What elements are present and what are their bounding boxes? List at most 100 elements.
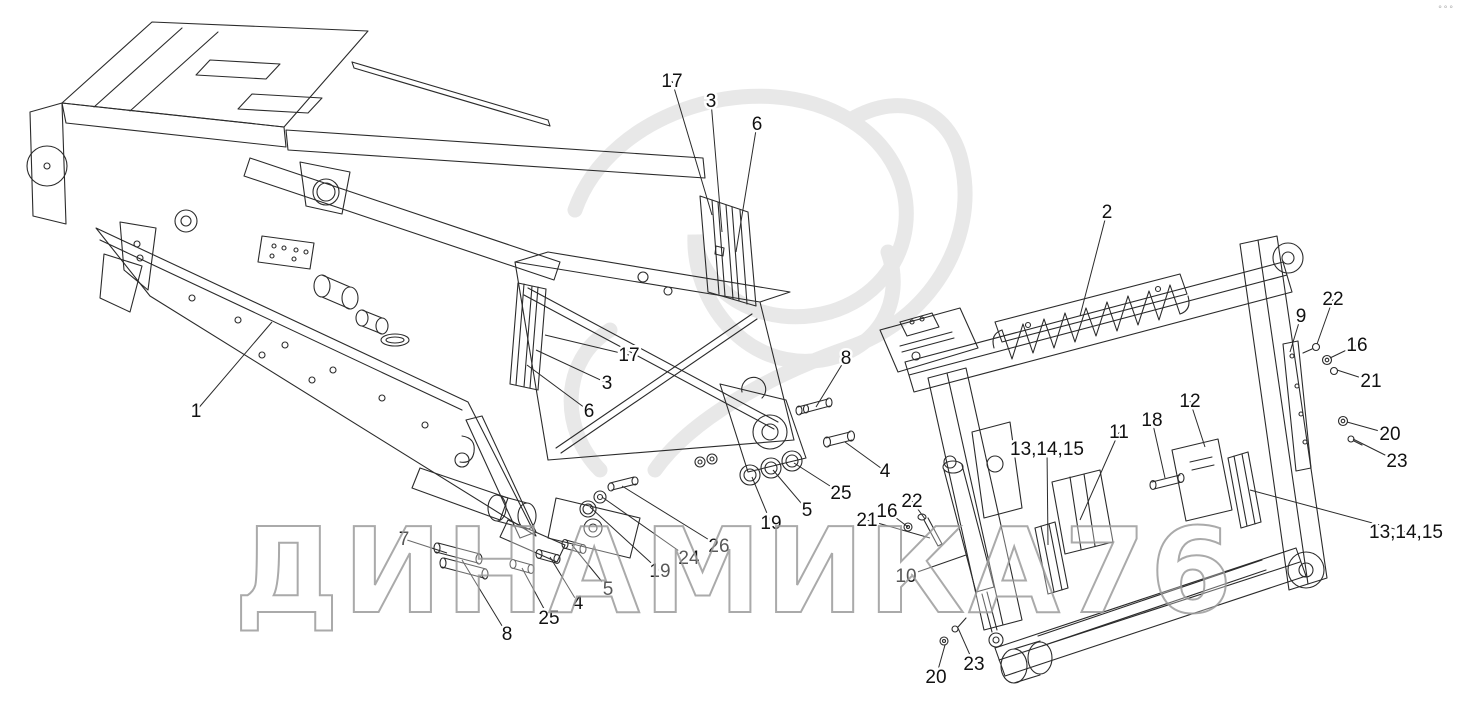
callout-label-22: 22 [901,491,922,512]
callout-label-8: 8 [841,348,852,369]
callout-label-23: 23 [1386,451,1407,472]
tow-hook-bracket [299,161,351,215]
callout-leader [526,364,590,412]
coil-spring [992,284,1190,360]
callout-label-21: 21 [856,510,877,531]
callout-leader [549,556,579,604]
plate-12 [1171,438,1233,522]
bottom-bracket-boss [719,376,807,473]
callout-label-1: 1 [191,401,202,422]
callout-leader [1151,419,1166,479]
callout-label-5: 5 [603,579,614,600]
callout-label-21: 21 [1360,371,1381,392]
callout-leader [571,544,609,590]
callout-label-16: 16 [876,501,897,522]
callout-leader [1189,400,1206,448]
callout-leader [1336,369,1372,382]
hole-plate [257,235,315,270]
callout-label-3: 3 [706,91,717,112]
callout-leader [866,519,931,539]
callout-label-7: 7 [399,529,410,550]
callout-label-6: 6 [584,401,595,422]
callout-label-9: 9 [1296,306,1307,327]
callout-leader [544,334,630,356]
callout-leader [195,321,273,412]
small-cylinder-4 [822,430,856,448]
bottom-beam [994,547,1307,684]
end-plate [26,102,68,225]
lower-leg-structure [411,415,641,563]
callout-label-20: 20 [1379,424,1400,445]
big-side-panel [95,209,537,537]
stud-washer-ring-group [579,476,639,518]
rings-trio-group [694,450,803,486]
callout-leader [844,441,886,472]
left-frame-assembly [26,21,856,580]
callout-leader [815,357,847,408]
callout-label-18: 18 [1141,410,1162,431]
upper-long-beam [285,129,706,179]
callout-label-19: 19 [760,513,781,534]
panel-rollers [313,274,410,347]
right-upright [1239,235,1328,591]
callout-label-4: 4 [573,593,584,614]
callout-label-17: 17 [661,71,682,92]
callout-label-4: 4 [880,461,891,482]
right-frame-assembly [879,235,1363,684]
callout-leader [403,538,448,554]
callout-leader [710,100,723,233]
callout-leader [1316,298,1334,345]
corner-roller [1272,242,1304,274]
callout-label-22: 22 [1322,289,1343,310]
callout-label-3: 3 [602,373,613,394]
callout-label-2: 2 [1102,202,1113,223]
channel-strips-right [699,195,757,307]
callout-leader [1249,489,1407,533]
lower-long-beam [243,157,561,281]
pin-8 [795,397,833,416]
callout-leader [621,485,720,547]
fasteners-right-top [1302,342,1339,376]
callout-leader [1046,448,1049,546]
callout-leader [601,496,690,559]
callout-label-23: 23 [963,654,984,675]
watermark-logo-swirl [563,88,973,478]
callout-leader [793,462,842,494]
strips-13-14-15-right [1227,451,1262,529]
strips-13-14-15-left [1034,521,1069,595]
callout-leader [461,559,508,635]
callout-label-20: 20 [925,667,946,688]
callout-label-16: 16 [1346,335,1367,356]
top-deck [61,21,369,148]
callout-label-25: 25 [538,608,559,629]
callout-label-19: 19 [649,561,670,582]
callout-label-13-14-15: 13,14,15 [1010,439,1084,460]
callout-leader [1079,431,1120,521]
callout-leader-lines [195,80,1407,678]
callout-leader [772,469,808,511]
fasteners-right-mid [1337,415,1363,446]
callout-label-8: 8 [502,624,513,645]
callout-label-13-14-15: 13,14,15 [1369,522,1443,543]
callout-leader [935,644,946,678]
callout-leader [1346,421,1391,435]
callout-leader [521,567,550,619]
corner-marks: °°° [1438,4,1455,14]
fasteners-left-cluster [903,513,943,547]
beam-plate [994,273,1188,343]
bottom-roller [1287,551,1325,589]
inner-plate-left [971,421,1023,519]
callout-leader [735,123,758,253]
channel-strips-left [509,282,547,391]
spring-anchor-bracket [879,307,979,373]
top-beam [904,261,1293,393]
callout-leader [671,80,713,216]
subframe-box [514,251,795,461]
hydraulic-cylinder [942,455,1004,648]
callout-leader [589,506,661,572]
plate-11 [1051,469,1114,555]
left-support-bracket [99,221,157,313]
strip-9 [1282,340,1312,472]
